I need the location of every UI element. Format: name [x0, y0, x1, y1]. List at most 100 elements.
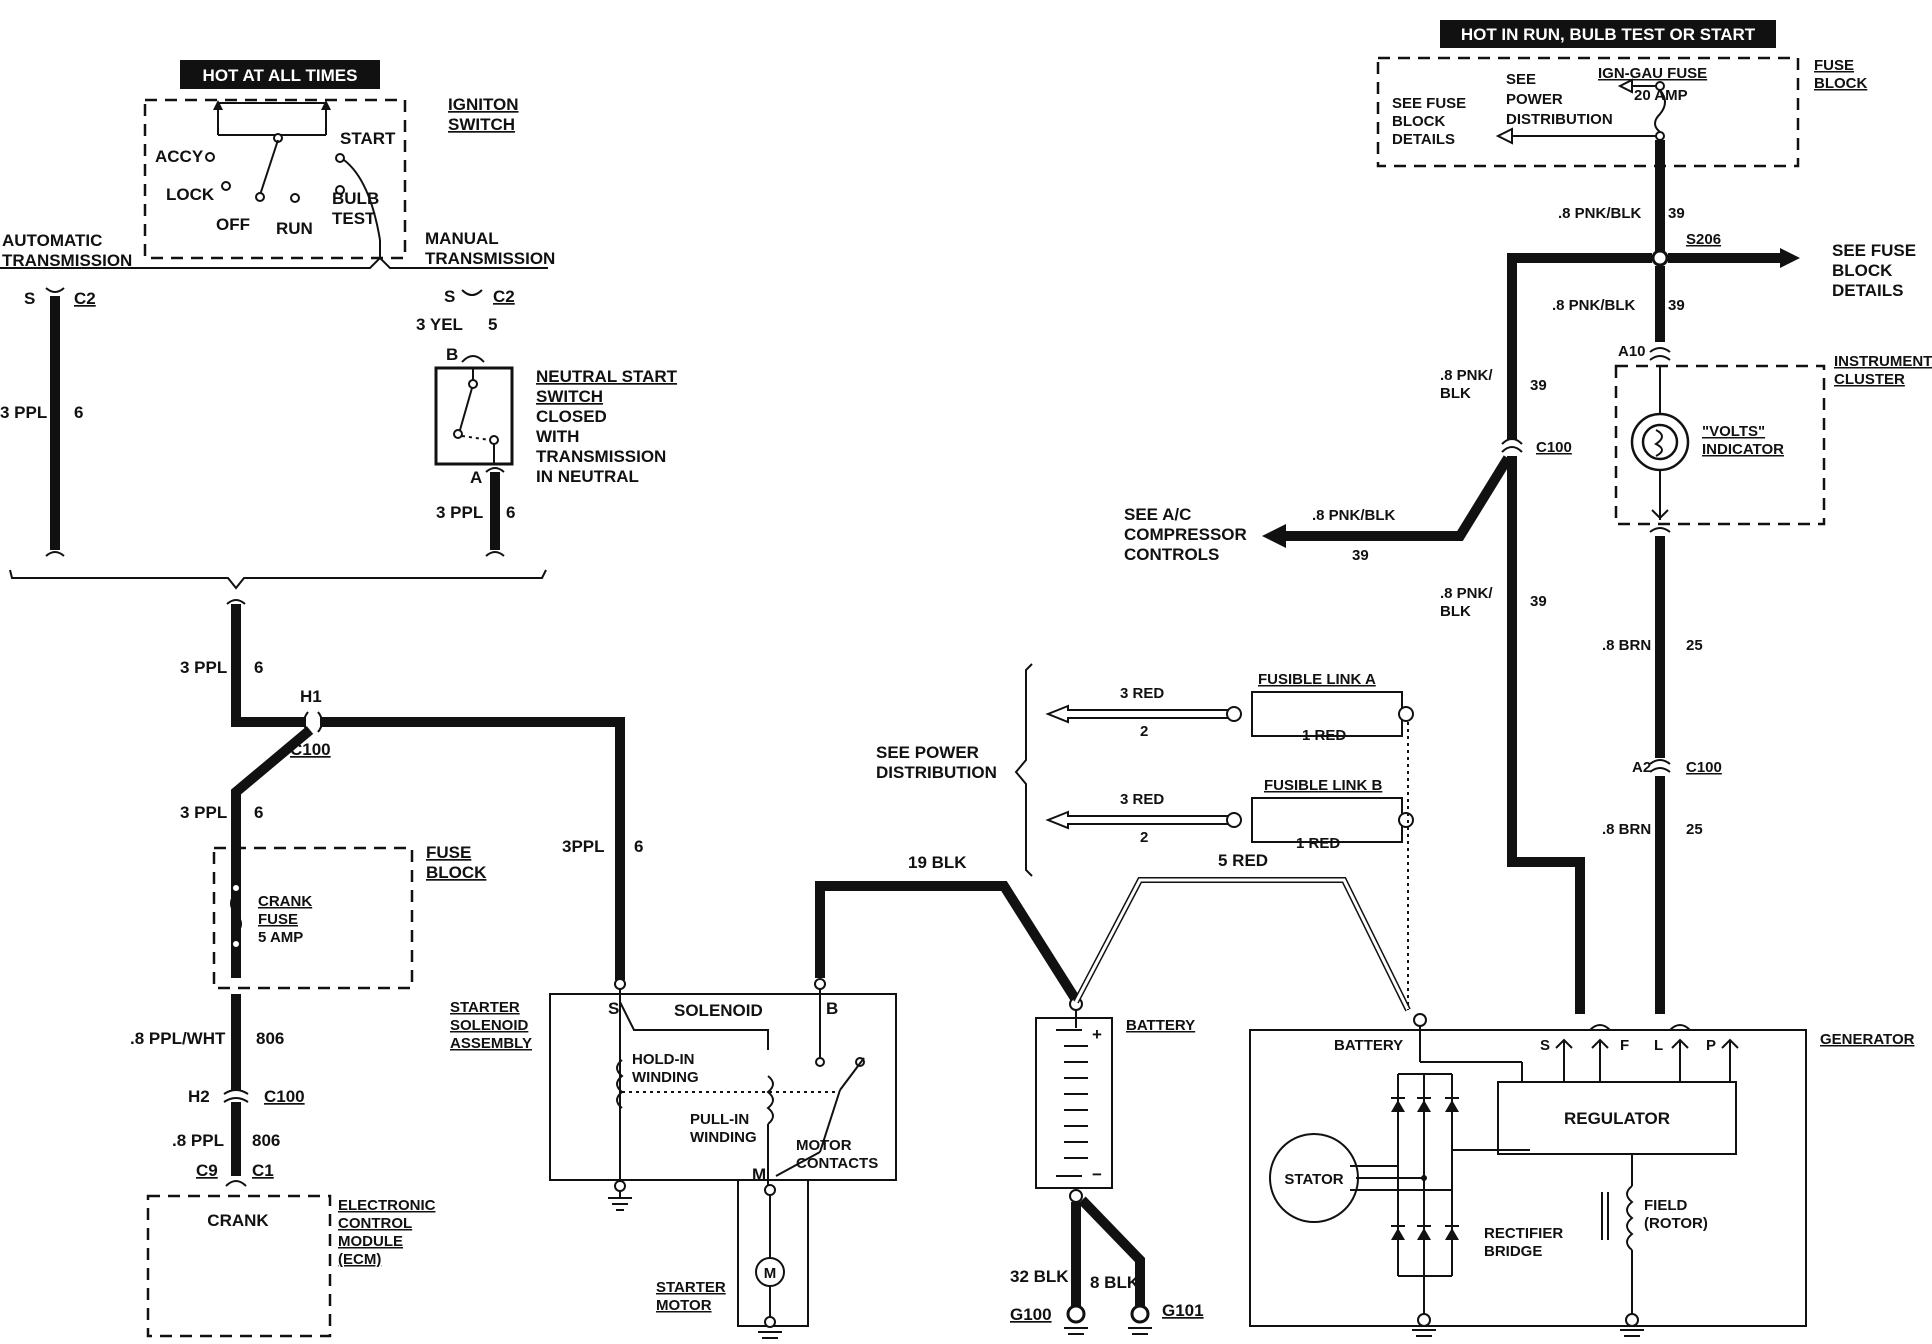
hot-at-all-times-text: HOT AT ALL TIMES: [203, 66, 358, 85]
battery-minus: −: [1092, 1165, 1102, 1184]
neutral-with: WITH: [536, 427, 579, 446]
starter-motor-label-2: MOTOR: [656, 1297, 712, 1314]
cluster-title-2: CLUSTER: [1834, 371, 1905, 388]
ppl-b-label: 3 PPL: [436, 503, 483, 522]
six-b-label: 6: [506, 503, 515, 522]
ecm-title-1: ELECTRONIC: [338, 1197, 436, 1214]
ecm-title-4: (ECM): [338, 1251, 381, 1268]
starter-solenoid-box: [549, 993, 897, 1181]
c100-right-connector: [1501, 438, 1523, 445]
ppl-e-label: 3PPL: [562, 837, 605, 856]
field-label-2: (ROTOR): [1644, 1215, 1708, 1232]
motor-contacts-2: CONTACTS: [796, 1155, 878, 1172]
blk8-label: 8 BLK: [1090, 1273, 1140, 1292]
fusible-b-2: 2: [1140, 829, 1148, 846]
fusible-a-2: 2: [1140, 723, 1148, 740]
ppl-to-solenoid-wire: [320, 717, 625, 980]
pnk3a-label: .8 PNK/: [1440, 367, 1493, 384]
neutral-switch-contacts: [453, 368, 499, 464]
n25-1-label: 25: [1686, 637, 1703, 654]
det-1: SEE FUSE: [1832, 241, 1916, 260]
g101-label: G101: [1162, 1301, 1204, 1320]
fuse-block-left: [212, 846, 414, 990]
starter-title-3: ASSEMBLY: [450, 1035, 532, 1052]
c100-b-right-label: C100: [1686, 759, 1722, 776]
ac-2: COMPRESSOR: [1124, 525, 1247, 544]
neutral-closed: CLOSED: [536, 407, 607, 426]
yel-five-label: 5: [488, 315, 497, 334]
fusible-link-b: [1045, 797, 1414, 843]
pnk5a-label: .8 PNK/: [1440, 585, 1493, 602]
fusible-b-title: FUSIBLE LINK B: [1264, 777, 1382, 794]
ppl-d-label: 3 PPL: [180, 803, 227, 822]
hot-at-all-times-header: [180, 60, 380, 89]
g100-label: G100: [1010, 1305, 1052, 1324]
h2-label: H2: [188, 1087, 210, 1106]
gen-p-label: P: [1706, 1037, 1716, 1054]
auto-c2-connector: [45, 287, 65, 293]
n39-4-label: 39: [1352, 547, 1369, 564]
crank-fuse-symbol: [230, 883, 242, 949]
fusible-a-red1: 1 RED: [1302, 727, 1346, 744]
n806-a-label: 806: [256, 1029, 284, 1048]
starter-motor-label-1: STARTER: [656, 1279, 726, 1296]
h2-connector: [223, 1089, 249, 1095]
starter-motor-m: M: [764, 1265, 777, 1282]
rectifier-label-1: RECTIFIER: [1484, 1225, 1563, 1242]
battery-label: BATTERY: [1126, 1017, 1195, 1034]
regulator-box: [1497, 1081, 1737, 1155]
ignition-switch-box: [143, 98, 407, 260]
blk19-wire: [815, 881, 1081, 1003]
ecm-title-2: CONTROL: [338, 1215, 412, 1232]
ign-amp: 20 AMP: [1634, 87, 1688, 104]
see-pow-3: DISTRIBUTION: [1506, 111, 1613, 128]
bulb-label: BULB: [332, 189, 379, 208]
field-rotor-symbol: [1601, 1154, 1644, 1337]
test-label: TEST: [332, 209, 376, 228]
fusible-a-red3: 3 RED: [1120, 685, 1164, 702]
solenoid-internals: [608, 978, 865, 1211]
pull-in-2: WINDING: [690, 1129, 757, 1146]
see-pow-2: POWER: [1506, 91, 1563, 108]
six-c-label: 6: [254, 658, 263, 677]
ecm-crank: CRANK: [207, 1211, 269, 1230]
ecm-title-3: MODULE: [338, 1233, 403, 1250]
battery-plus: +: [1092, 1025, 1102, 1044]
off-label: OFF: [216, 215, 250, 234]
fuse-block-left-title-2: BLOCK: [426, 863, 487, 882]
neutral-a-label: A: [470, 468, 482, 487]
fuse-block-right: [1376, 56, 1800, 168]
n39-1-label: 39: [1668, 205, 1685, 222]
pnk-to-generator-wire: [1507, 456, 1585, 1014]
generator-terminals: [1419, 1024, 1739, 1082]
see-power-1: SEE POWER: [876, 743, 979, 762]
neutral-b-label: B: [446, 345, 458, 364]
neutral-trans: TRANSMISSION: [536, 447, 666, 466]
fuse-block-right-title-1: FUSE: [1814, 57, 1854, 74]
yel-label: 3 YEL: [416, 315, 463, 334]
gen-battery-label: BATTERY: [1334, 1037, 1403, 1054]
ignition-title-1: IGNITON: [448, 95, 519, 114]
n25-2-label: 25: [1686, 821, 1703, 838]
ppl-a-label: 3 PPL: [0, 403, 47, 422]
solenoid-s-label: S: [608, 999, 619, 1018]
starter-motor-box: [737, 1179, 809, 1327]
fusible-b-red3: 3 RED: [1120, 791, 1164, 808]
c100-right-label: C100: [1536, 439, 1572, 456]
see-fuse-2: BLOCK: [1392, 113, 1445, 130]
gen-l-label: L: [1654, 1037, 1663, 1054]
solenoid-b-label: B: [826, 999, 838, 1018]
fusible-link-a: [1045, 691, 1414, 737]
blk32-label: 32 BLK: [1010, 1267, 1069, 1286]
brn1-label: .8 BRN: [1602, 637, 1651, 654]
generator-box: [1249, 1029, 1807, 1327]
see-fuse-1: SEE FUSE: [1392, 95, 1466, 112]
ecm-box: [146, 1194, 332, 1338]
pnk5b-label: BLK: [1440, 603, 1471, 620]
n39-3-label: 39: [1530, 377, 1547, 394]
ignition-switch-mechanism: [205, 100, 381, 258]
crank-fuse-amp: 5 AMP: [258, 929, 303, 946]
field-label-1: FIELD: [1644, 1197, 1687, 1214]
six-d-label: 6: [254, 803, 263, 822]
blk8-wire: [1078, 1196, 1145, 1306]
